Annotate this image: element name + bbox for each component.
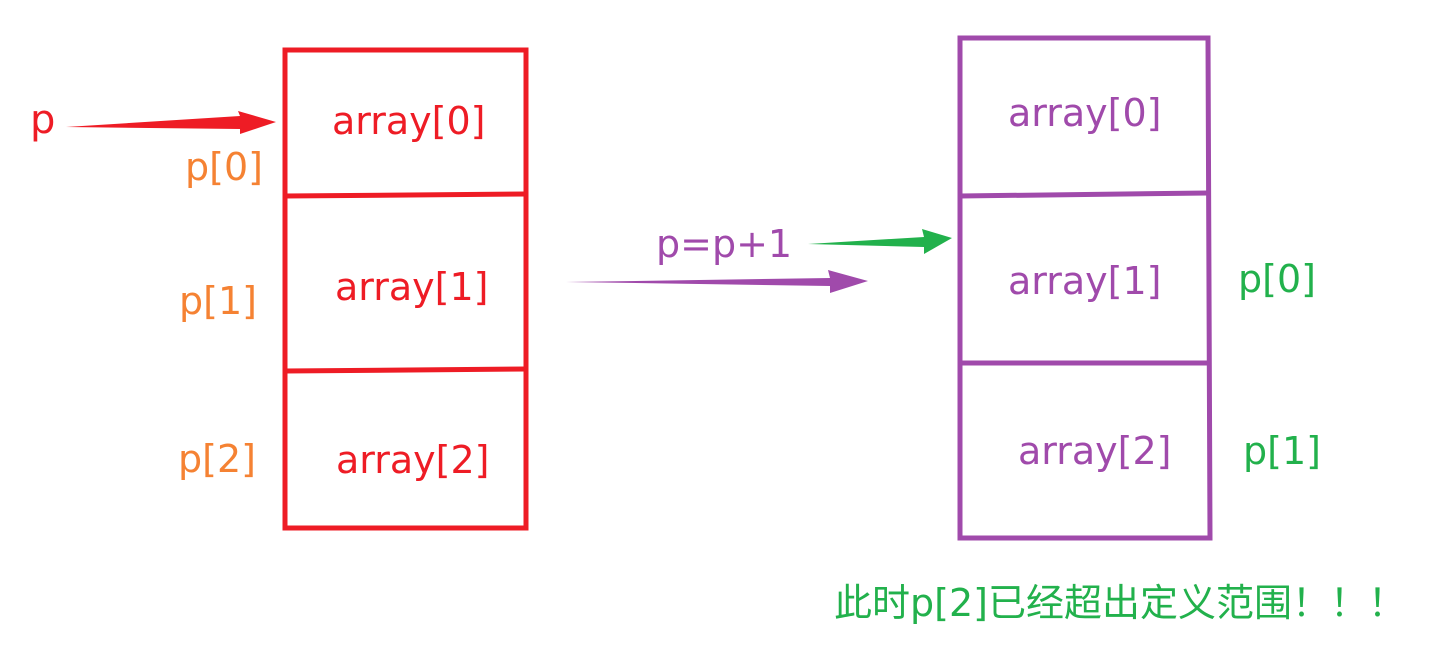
left-cell-0: array[0] [332,99,486,143]
right-array-box [957,35,1213,541]
shift-arrow [808,229,952,254]
pointer-arrow [66,111,276,134]
right-cell-1: array[1] [1008,259,1162,303]
transition-label: p=p+1 [656,222,793,266]
left-array-box [282,47,529,531]
left-index-0: p[0] [185,145,263,189]
right-index-0: p[0] [1238,257,1316,301]
transition-arrow [566,270,868,293]
pointer-label: p [30,97,56,143]
left-array-divider-2 [284,366,527,374]
right-index-1: p[1] [1243,429,1321,473]
right-cell-2: array[2] [1018,429,1172,473]
left-cell-1: array[1] [335,265,489,309]
left-index-2: p[2] [178,437,256,481]
left-cell-2: array[2] [336,438,490,482]
right-array-outline [957,35,1213,541]
right-cell-0: array[0] [1008,91,1162,135]
left-index-1: p[1] [179,279,257,323]
out-of-range-note: 此时p[2]已经超出定义范围！！！ [834,581,1406,625]
left-array-divider-1 [284,191,527,199]
right-array-divider-1 [959,190,1209,199]
